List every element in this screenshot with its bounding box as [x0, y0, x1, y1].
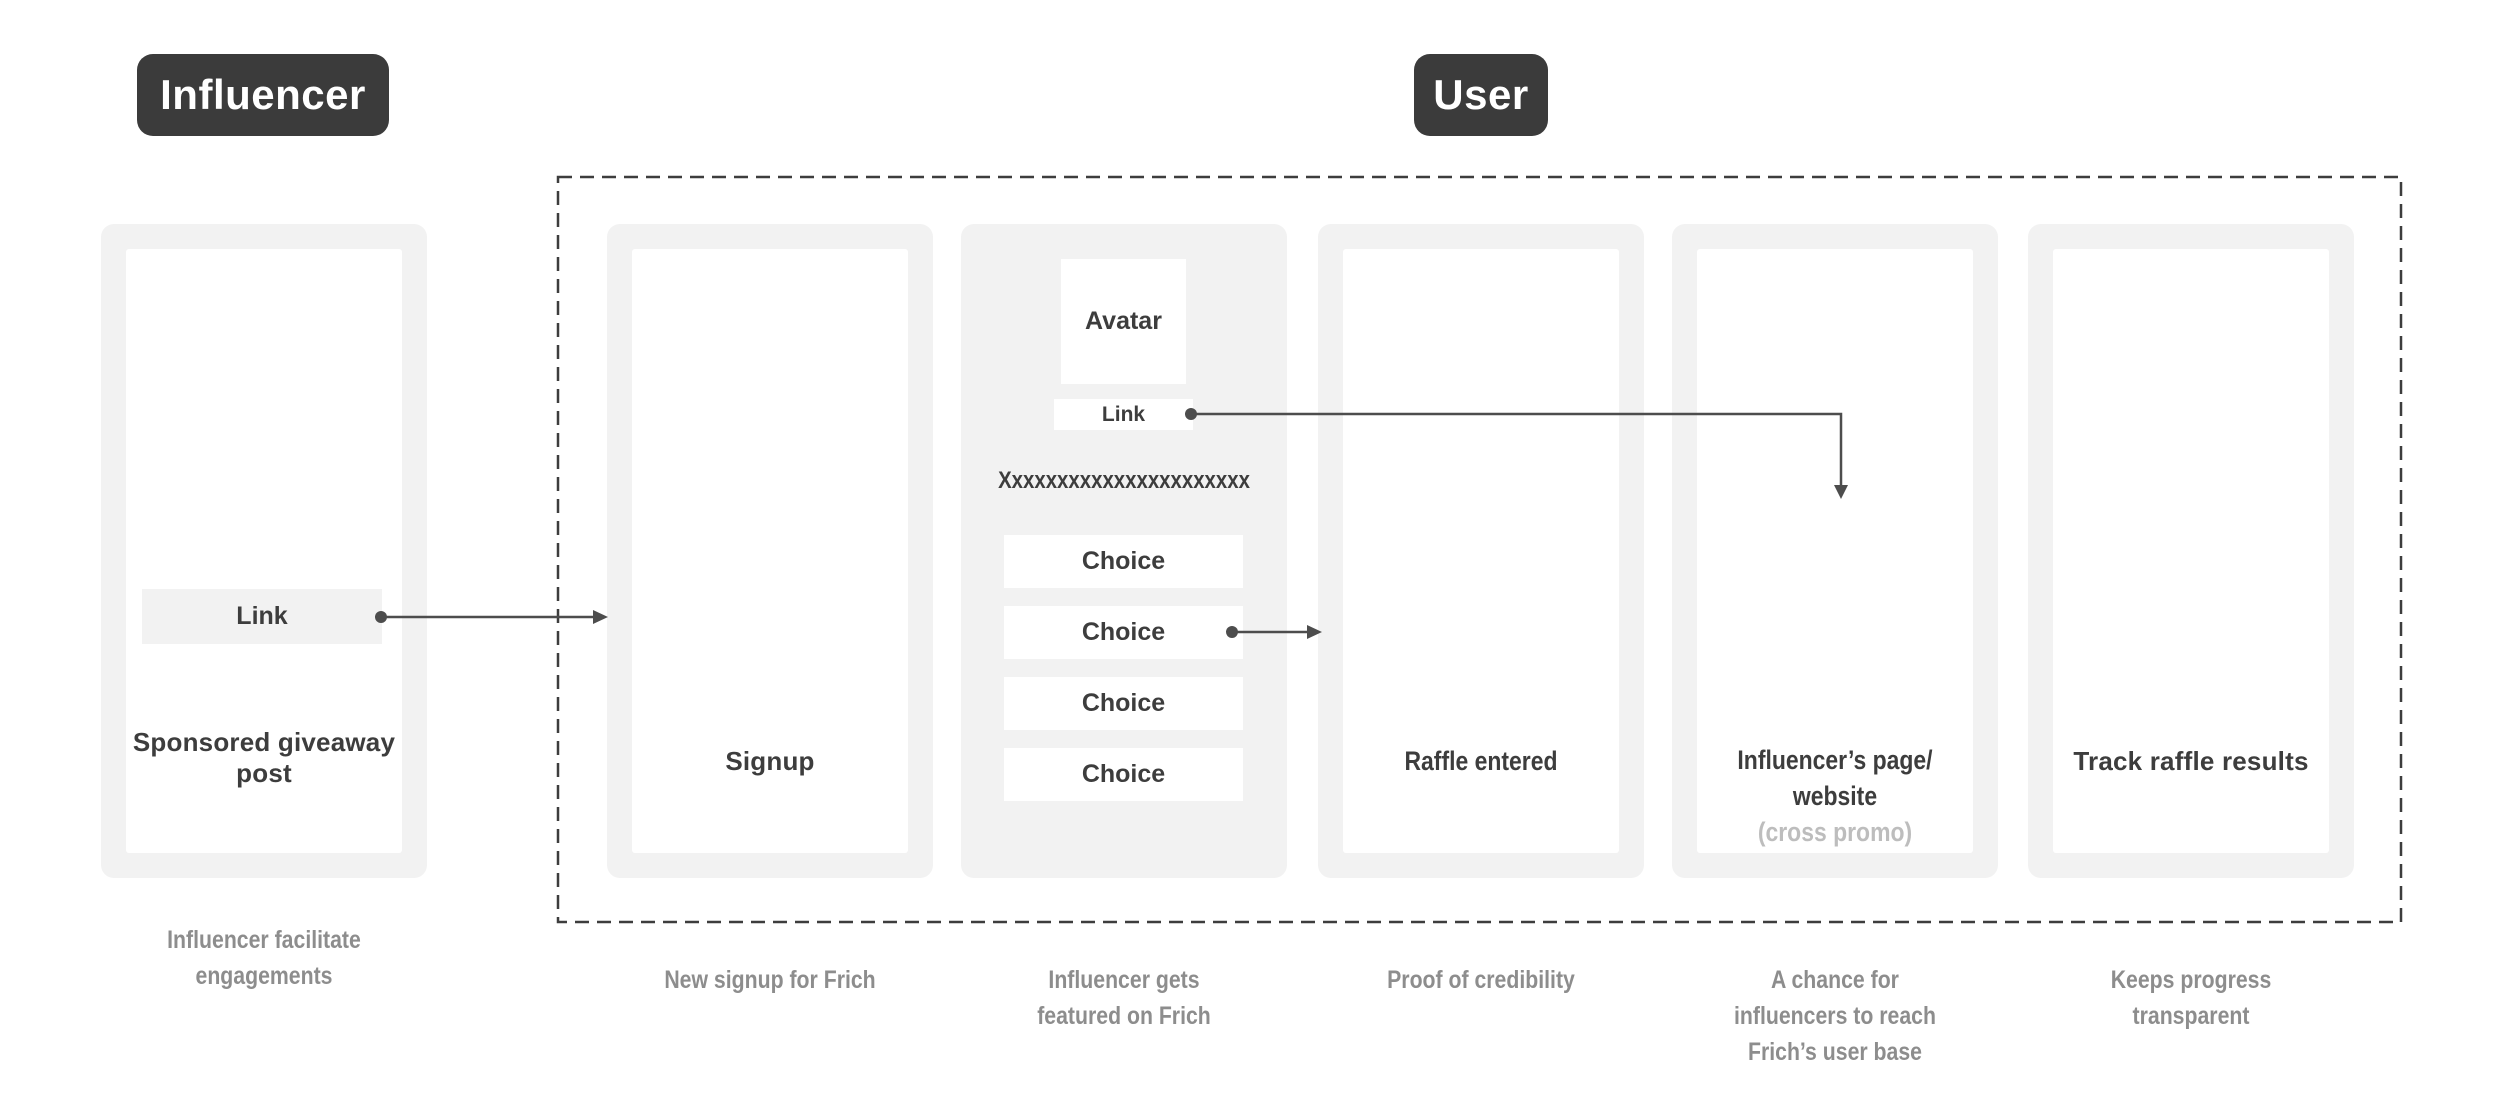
- sponsored-post-link-label: Link: [236, 602, 288, 630]
- choice-button-4[interactable]: Choice: [1004, 748, 1243, 801]
- avatar-label: Avatar: [1085, 307, 1162, 335]
- track-results-title: Track raffle results: [2073, 746, 2309, 776]
- card-track-results: Track raffle results: [2028, 224, 2354, 878]
- sponsored-post-title: Sponsored giveaway post: [132, 727, 396, 788]
- sponsored-post-link-button[interactable]: Link: [142, 589, 382, 644]
- card-raffle-entered: Raffle entered: [1318, 224, 1644, 878]
- featured-link-button[interactable]: Link: [1054, 399, 1193, 430]
- avatar-placeholder: Avatar: [1061, 259, 1186, 384]
- raffle-entered-title: Raffle entered: [1404, 746, 1558, 776]
- caption-influencer-page: A chance for influencers to reach Frich’…: [1734, 966, 1936, 1066]
- choice-button-2[interactable]: Choice: [1004, 606, 1243, 659]
- caption-signup: New signup for Frich: [664, 966, 876, 994]
- user-lane-label: User: [1433, 71, 1529, 118]
- caption-featured: Influencer gets featured on Frich: [1037, 966, 1211, 1030]
- influencer-lane-badge: Influencer: [137, 54, 389, 136]
- card-influencer-page: Influencer’s page/ website (cross promo): [1672, 224, 1998, 878]
- user-lane-badge: User: [1414, 54, 1548, 136]
- featured-link-label: Link: [1101, 402, 1146, 426]
- card-sponsored-post: Sponsored giveaway post Link: [101, 224, 427, 878]
- card-signup: Signup: [607, 224, 933, 878]
- caption-track-results: Keeps progress transparent: [2110, 966, 2272, 1030]
- card-featured-profile: Avatar Link Xxxxxxxxxxxxxxxxxxxxxx Choic…: [961, 224, 1287, 878]
- influencer-lane-label: Influencer: [160, 71, 366, 118]
- caption-raffle: Proof of credibility: [1387, 966, 1575, 994]
- choice-button-1[interactable]: Choice: [1004, 535, 1243, 588]
- caption-sponsored-post: Influencer facilitate engagements: [167, 926, 361, 990]
- influencer-page-title: Influencer’s page/ website (cross promo): [1696, 742, 1973, 850]
- card-sponsored-post-screen: [126, 249, 402, 853]
- signup-title: Signup: [725, 746, 815, 776]
- featured-placeholder-text: Xxxxxxxxxxxxxxxxxxxxxx: [998, 467, 1250, 494]
- cross-promo-subtitle: (cross promo): [1757, 817, 1913, 847]
- choice-button-3[interactable]: Choice: [1004, 677, 1243, 730]
